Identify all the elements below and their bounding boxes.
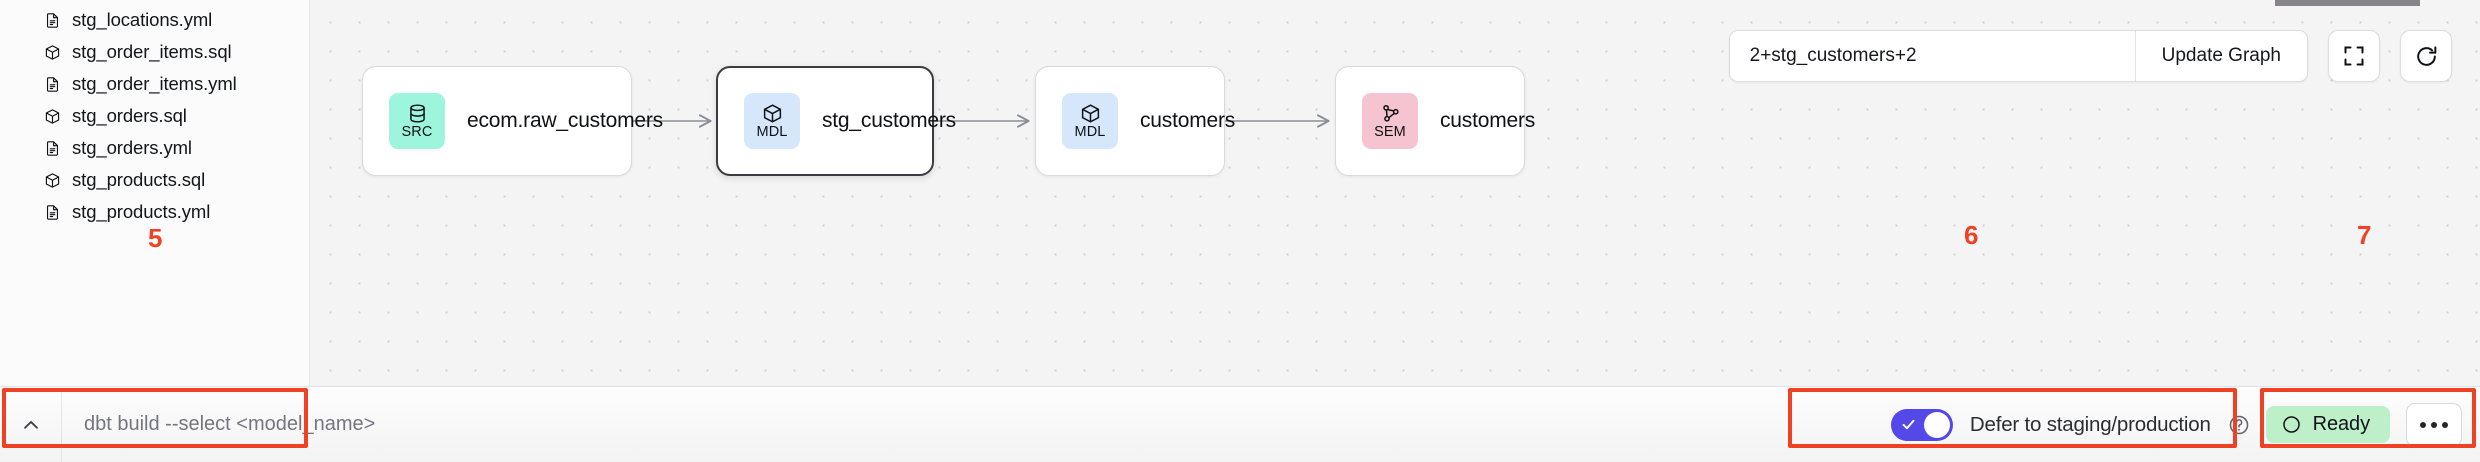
refresh-icon <box>2416 45 2436 66</box>
yml-file-icon <box>46 204 59 220</box>
file-list-item[interactable]: stg_products.sql <box>0 164 309 196</box>
more-options-button[interactable] <box>2406 402 2462 447</box>
file-list-item[interactable]: stg_products.yml <box>0 196 309 228</box>
bottom-command-bar: Defer to staging/production Ready <box>0 386 2480 462</box>
node-badge-mdl: MDL <box>1062 93 1118 149</box>
bottom-bar-right-group: Defer to staging/production Ready <box>1890 402 2462 447</box>
graph-node-ecom-raw-customers[interactable]: SRC ecom.raw_customers <box>362 66 663 176</box>
top-scroll-indicator[interactable] <box>2275 0 2420 6</box>
file-list-item[interactable]: stg_orders.sql <box>0 100 309 132</box>
node-badge-label: MDL <box>1074 123 1106 140</box>
file-list: stg_locations.yml stg_order_items.sql stg_… <box>0 0 309 228</box>
graph-node-stg-customers[interactable]: MDL stg_customers <box>716 66 956 176</box>
node-badge-sem: SEM <box>1362 93 1418 149</box>
graph-search-group: Update Graph <box>1728 30 2308 82</box>
update-graph-button[interactable]: Update Graph <box>2134 31 2307 81</box>
status-label: Ready <box>2312 413 2370 435</box>
check-icon <box>1902 419 1915 430</box>
database-icon <box>409 104 425 123</box>
cube-icon <box>763 104 781 123</box>
lineage-graph-canvas[interactable]: SRC ecom.raw_customers MDL stg_customers <box>310 0 2480 386</box>
node-badge-src: SRC <box>389 93 445 149</box>
ellipsis-icon <box>2442 421 2448 428</box>
file-name: stg_locations.yml <box>72 8 213 30</box>
file-list-item[interactable]: stg_locations.yml <box>0 4 309 36</box>
collapse-panel-button[interactable] <box>0 387 62 462</box>
yml-file-icon <box>46 76 59 92</box>
node-badge-mdl: MDL <box>744 93 800 149</box>
file-name: stg_products.sql <box>72 168 206 190</box>
node-badge-label: SEM <box>1374 123 1406 140</box>
defer-label: Defer to staging/production <box>1969 412 2211 436</box>
network-icon <box>1382 104 1399 122</box>
ellipsis-icon <box>2420 421 2426 428</box>
fullscreen-icon <box>2344 46 2364 66</box>
file-name: stg_products.yml <box>72 200 211 222</box>
file-list-item[interactable]: stg_order_items.sql <box>0 36 309 68</box>
graph-selector-input[interactable] <box>1729 31 2135 81</box>
status-badge[interactable]: Ready <box>2265 406 2390 443</box>
node-label: customers <box>1440 109 1536 132</box>
annotation-number-5: 5 <box>148 223 163 253</box>
node-badge-label: SRC <box>401 123 433 140</box>
sql-model-icon <box>45 44 60 60</box>
file-name: stg_orders.yml <box>72 136 192 158</box>
annotation-number-7: 7 <box>2357 220 2372 250</box>
cube-icon <box>1081 104 1099 123</box>
graph-node-customers-semantic[interactable]: SEM customers <box>1335 66 1535 176</box>
sql-model-icon <box>45 108 60 124</box>
dbt-command-input[interactable] <box>62 413 622 436</box>
node-badge-label: MDL <box>756 123 788 140</box>
toggle-knob <box>1923 411 1950 438</box>
file-name: stg_orders.sql <box>72 104 187 126</box>
file-explorer-sidebar: stg_locations.yml stg_order_items.sql stg_… <box>0 0 310 386</box>
file-list-item[interactable]: stg_order_items.yml <box>0 68 309 100</box>
annotation-number-6: 6 <box>1964 220 1979 250</box>
file-name: stg_order_items.sql <box>72 40 232 62</box>
yml-file-icon <box>46 12 59 28</box>
chevron-up-icon <box>23 420 38 429</box>
sql-model-icon <box>45 172 60 188</box>
ellipsis-icon <box>2431 421 2437 428</box>
file-list-item[interactable]: stg_orders.yml <box>0 132 309 164</box>
yml-file-icon <box>46 140 59 156</box>
graph-toolbar: Update Graph <box>1728 30 2452 82</box>
help-circle-icon[interactable] <box>2228 414 2250 436</box>
fullscreen-button[interactable] <box>2328 30 2380 82</box>
node-label: stg_customers <box>822 109 956 132</box>
node-label: ecom.raw_customers <box>467 109 663 132</box>
defer-toggle[interactable] <box>1890 408 1953 441</box>
graph-edges <box>630 0 2480 386</box>
status-circle-icon <box>2282 416 2300 433</box>
refresh-graph-button[interactable] <box>2400 30 2452 82</box>
file-name: stg_order_items.yml <box>72 72 237 94</box>
node-label: customers <box>1140 109 1236 132</box>
graph-node-customers-model[interactable]: MDL customers <box>1035 66 1235 176</box>
defer-setting-group: Defer to staging/production <box>1890 408 2250 441</box>
